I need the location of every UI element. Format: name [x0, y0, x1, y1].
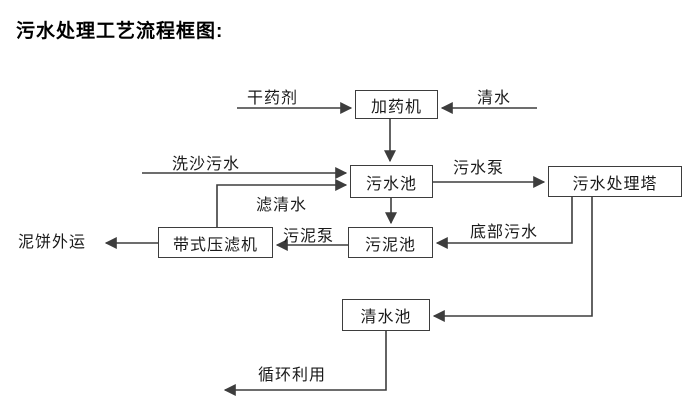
node-sewage-pool: 污水池: [350, 165, 433, 198]
edge-label-dry-chemical: 干药剂: [247, 90, 299, 107]
node-belt-filter-press: 带式压滤机: [158, 227, 273, 258]
edge-label-sand-washing-sewage: 洗沙污水: [172, 156, 241, 173]
arrow-filtered-water: [216, 179, 348, 227]
arrow-bottom-sewage: [435, 197, 573, 249]
node-clean-water-pool: 清水池: [342, 299, 430, 331]
node-clean-water-pool-label: 清水池: [360, 309, 412, 326]
node-sewage-pool-label: 污水池: [365, 175, 417, 193]
edge-label-recycle: 循环利用: [258, 367, 327, 384]
node-treatment-tower-label: 污水处理塔: [572, 175, 658, 193]
node-sludge-pool: 污泥池: [348, 227, 433, 258]
edge-label-sludge-pump: 污泥泵: [283, 228, 335, 245]
arrow-recycle: [223, 331, 387, 396]
edge-label-bottom-sewage: 底部污水: [470, 224, 539, 241]
node-belt-filter-press-label: 带式压滤机: [172, 236, 258, 254]
edge-label-clean-water-in: 清水: [477, 90, 512, 107]
node-sludge-pool-label: 污泥池: [364, 236, 416, 254]
node-treatment-tower: 污水处理塔: [548, 166, 682, 197]
arrow-tower-to-clean: [432, 197, 593, 322]
edge-label-sewage-pump: 污水泵: [453, 160, 505, 177]
edge-label-mud-cake-out: 泥饼外运: [18, 234, 87, 251]
node-dosing-machine: 加药机: [355, 90, 438, 119]
node-dosing-machine-label: 加药机: [370, 98, 422, 116]
edge-label-filtered-water: 滤清水: [256, 197, 308, 214]
diagram-title: 污水处理工艺流程框图:: [16, 21, 224, 42]
